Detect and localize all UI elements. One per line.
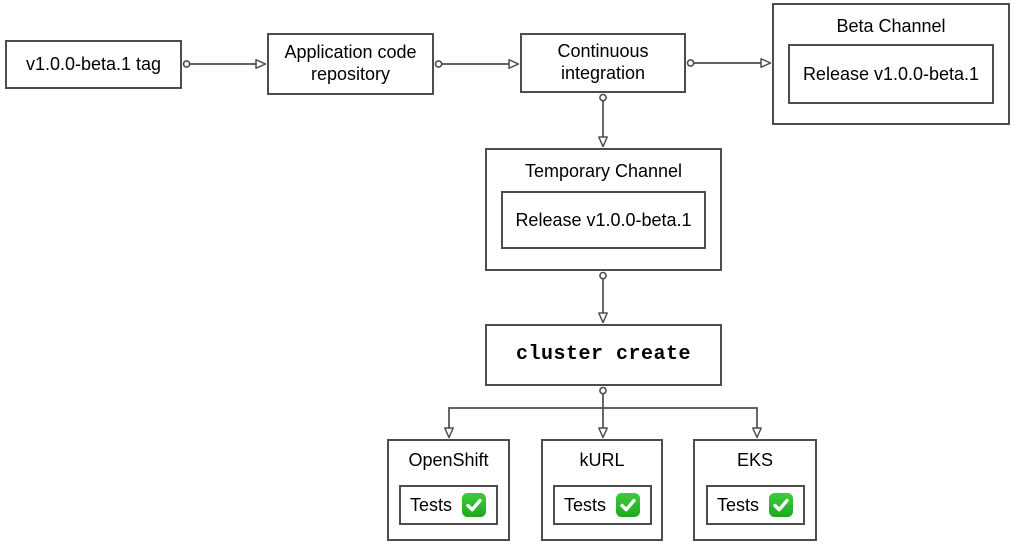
group-beta-channel: Beta Channel Release v1.0.0-beta.1 [772,3,1010,125]
temporary-channel-release-box: Release v1.0.0-beta.1 [501,191,706,249]
kurl-tests-label: Tests [563,494,606,515]
kurl-title: kURL [579,450,625,470]
group-temporary-channel: Temporary Channel Release v1.0.0-beta.1 [485,148,722,271]
kurl-tests-box: Tests [553,485,652,525]
node-version-tag: v1.0.0-beta.1 tag [5,40,182,89]
node-app-code-repository: Application code repository [267,33,434,95]
eks-tests-box: Tests [706,485,805,525]
beta-channel-release-label: Release v1.0.0-beta.1 [802,63,980,84]
check-mark-button-icon [769,493,793,517]
openshift-title: OpenShift [408,450,489,470]
openshift-tests-label: Tests [409,494,452,515]
check-mark-button-icon [462,493,486,517]
node-continuous-integration: Continuous integration [520,33,686,93]
app-code-repository-label: Application code repository [284,42,417,84]
temporary-channel-release-label: Release v1.0.0-beta.1 [515,209,692,230]
beta-channel-release-box: Release v1.0.0-beta.1 [788,44,994,104]
group-openshift: OpenShift Tests [387,439,510,541]
beta-channel-title: Beta Channel [836,16,946,36]
eks-tests-label: Tests [716,494,759,515]
group-eks: EKS Tests [693,439,817,541]
temporary-channel-title: Temporary Channel [524,161,683,181]
connector-cluster-create-to-openshift [444,407,603,439]
check-mark-button-icon [616,493,640,517]
openshift-tests-box: Tests [399,485,498,525]
eks-title: EKS [736,450,774,470]
connector-cluster-create-to-eks [603,407,762,439]
group-kurl: kURL Tests [541,439,663,541]
continuous-integration-label: Continuous integration [557,41,649,83]
version-tag-label: v1.0.0-beta.1 tag [25,53,162,74]
cluster-create-label: cluster create [515,343,692,366]
node-cluster-create: cluster create [485,324,722,386]
